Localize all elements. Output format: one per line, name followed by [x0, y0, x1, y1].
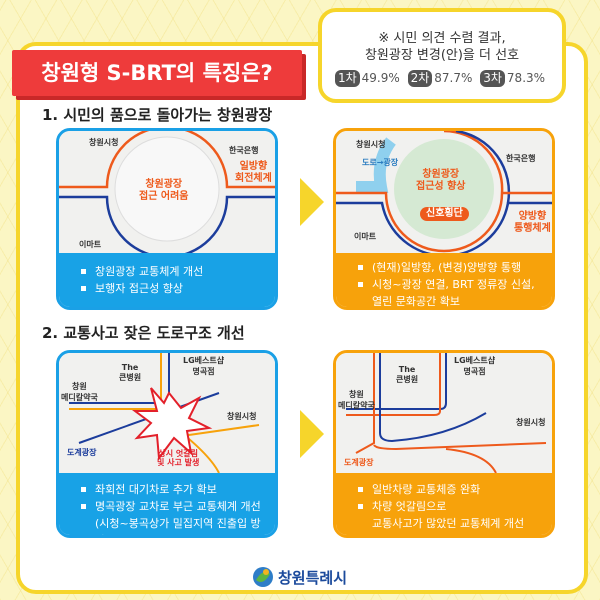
map-road-before: The 큰병원 창원 메디칼약국 LG베스트샵 명곡점 창원시청 도계광장 상시…: [59, 353, 275, 473]
twoway-diagram: [336, 131, 552, 253]
panel-road-after: The 큰병원 창원 메디칼약국 LG베스트샵 명곡점 창원시청 도계광장 일반…: [333, 350, 555, 538]
round-badge: 3차: [480, 70, 505, 87]
intersection-diagram: [69, 353, 260, 473]
round-value: 49.9%: [361, 71, 400, 85]
label-dogye: 도계광장: [344, 458, 374, 467]
section2-heading: 2. 교통사고 잦은 도로구조 개선: [42, 324, 245, 342]
caption: 일반차량 교통체증 완화 차량 엇갈림으로 교통사고가 많았던 교통체계 개선: [336, 473, 552, 535]
label-dogye: 도계광장: [67, 448, 97, 457]
survey-line1: ※ 시민 의견 수렴 결과,: [378, 31, 506, 46]
city-emblem-icon: [253, 567, 273, 587]
panel-square-before: 창원시청 한국은행 이마트 창원광장 접근 어려움 일방향 회전체계 창원광장 …: [56, 128, 278, 310]
label-hospital: The 큰병원: [119, 363, 142, 382]
label-cityhall: 창원시청: [227, 412, 257, 421]
label-hospital: The 큰병원: [396, 365, 419, 384]
arrow-right-icon: [300, 410, 324, 458]
label-emart: 이마트: [79, 240, 102, 249]
label-pharmacy: 창원 메디칼약국: [338, 390, 375, 410]
label-accident: 상시 엇갈림 및 사고 발생: [157, 449, 200, 467]
map-square-after: 창원시청 한국은행 이마트 도로→광장 창원광장 접근성 향상 신호횡단 양방향…: [336, 131, 552, 253]
signal-crossing-badge: 신호횡단: [420, 207, 469, 221]
label-cityhall: 창원시청: [89, 138, 119, 147]
label-lg: LG베스트샵 명곡점: [183, 356, 225, 376]
label-center: 창원광장 접근성 향상: [416, 169, 466, 192]
bullet: 창원광장 교통체계 개선: [81, 263, 263, 280]
bullet: 일반차량 교통체증 완화: [358, 481, 540, 498]
arrow-right-icon: [300, 178, 324, 226]
round-badge: 2차: [407, 70, 433, 87]
section1-heading: 1. 시민의 품으로 돌아가는 창원광장: [42, 106, 273, 124]
caption: (현재)일방향, (변경)양방향 통행 시청~광장 연결, BRT 정류장 신설…: [336, 253, 552, 307]
bullet: 차량 엇갈림으로 교통사고가 많았던 교통체계 개선: [358, 498, 540, 532]
label-cityhall: 창원시청: [356, 140, 386, 149]
survey-line2: 창원광장 변경(안)을 더 선호: [364, 48, 520, 63]
panel-square-after: 창원시청 한국은행 이마트 도로→광장 창원광장 접근성 향상 신호횡단 양방향…: [333, 128, 555, 310]
label-cityhall: 창원시청: [516, 418, 546, 427]
round-value: 78.3%: [506, 71, 546, 85]
caption: 좌회전 대기차로 추가 확보 명곡광장 교차로 부근 교통체계 개선 (시청~봉…: [59, 473, 275, 535]
caption: 창원광장 교통체계 개선 보행자 접근성 향상: [59, 253, 275, 307]
round-value: 87.7%: [434, 71, 473, 85]
round-badge: 1차: [334, 70, 360, 87]
bullet: 보행자 접근성 향상: [81, 280, 263, 297]
bullet: 명곡광장 교차로 부근 교통체계 개선 (시청~봉곡상가 밀집지역 진출입 방향…: [81, 498, 263, 535]
label-oneway: 일방향 회전체계: [235, 161, 272, 184]
map-square-before: 창원시청 한국은행 이마트 창원광장 접근 어려움 일방향 회전체계: [59, 131, 275, 253]
label-emart: 이마트: [354, 232, 377, 241]
improved-intersection-diagram: [346, 353, 547, 473]
changwon-logo: 창원특례시: [252, 566, 347, 588]
logo-text: 창원특례시: [278, 568, 348, 587]
label-lg: LG베스트샵 명곡점: [454, 356, 496, 376]
label-road-to-square: 도로→광장: [362, 158, 399, 167]
label-pharmacy: 창원 메디칼약국: [61, 382, 98, 402]
page-title: 창원형 S-BRT의 특징은?: [12, 50, 302, 96]
label-bank: 한국은행: [506, 154, 536, 163]
roundabout-diagram: [59, 131, 275, 253]
bullet: (현재)일방향, (변경)양방향 통행: [358, 259, 540, 276]
panel-road-before: The 큰병원 창원 메디칼약국 LG베스트샵 명곡점 창원시청 도계광장 상시…: [56, 350, 278, 538]
label-center: 창원광장 접근 어려움: [139, 179, 189, 202]
label-bank: 한국은행: [229, 146, 259, 155]
bullet: 좌회전 대기차로 추가 확보: [81, 481, 263, 498]
bullet: 시청~광장 연결, BRT 정류장 신설, 열린 문화공간 확보: [358, 276, 540, 307]
label-twoway: 양방향 통행체계: [514, 211, 551, 234]
map-road-after: The 큰병원 창원 메디칼약국 LG베스트샵 명곡점 창원시청 도계광장: [336, 353, 552, 473]
